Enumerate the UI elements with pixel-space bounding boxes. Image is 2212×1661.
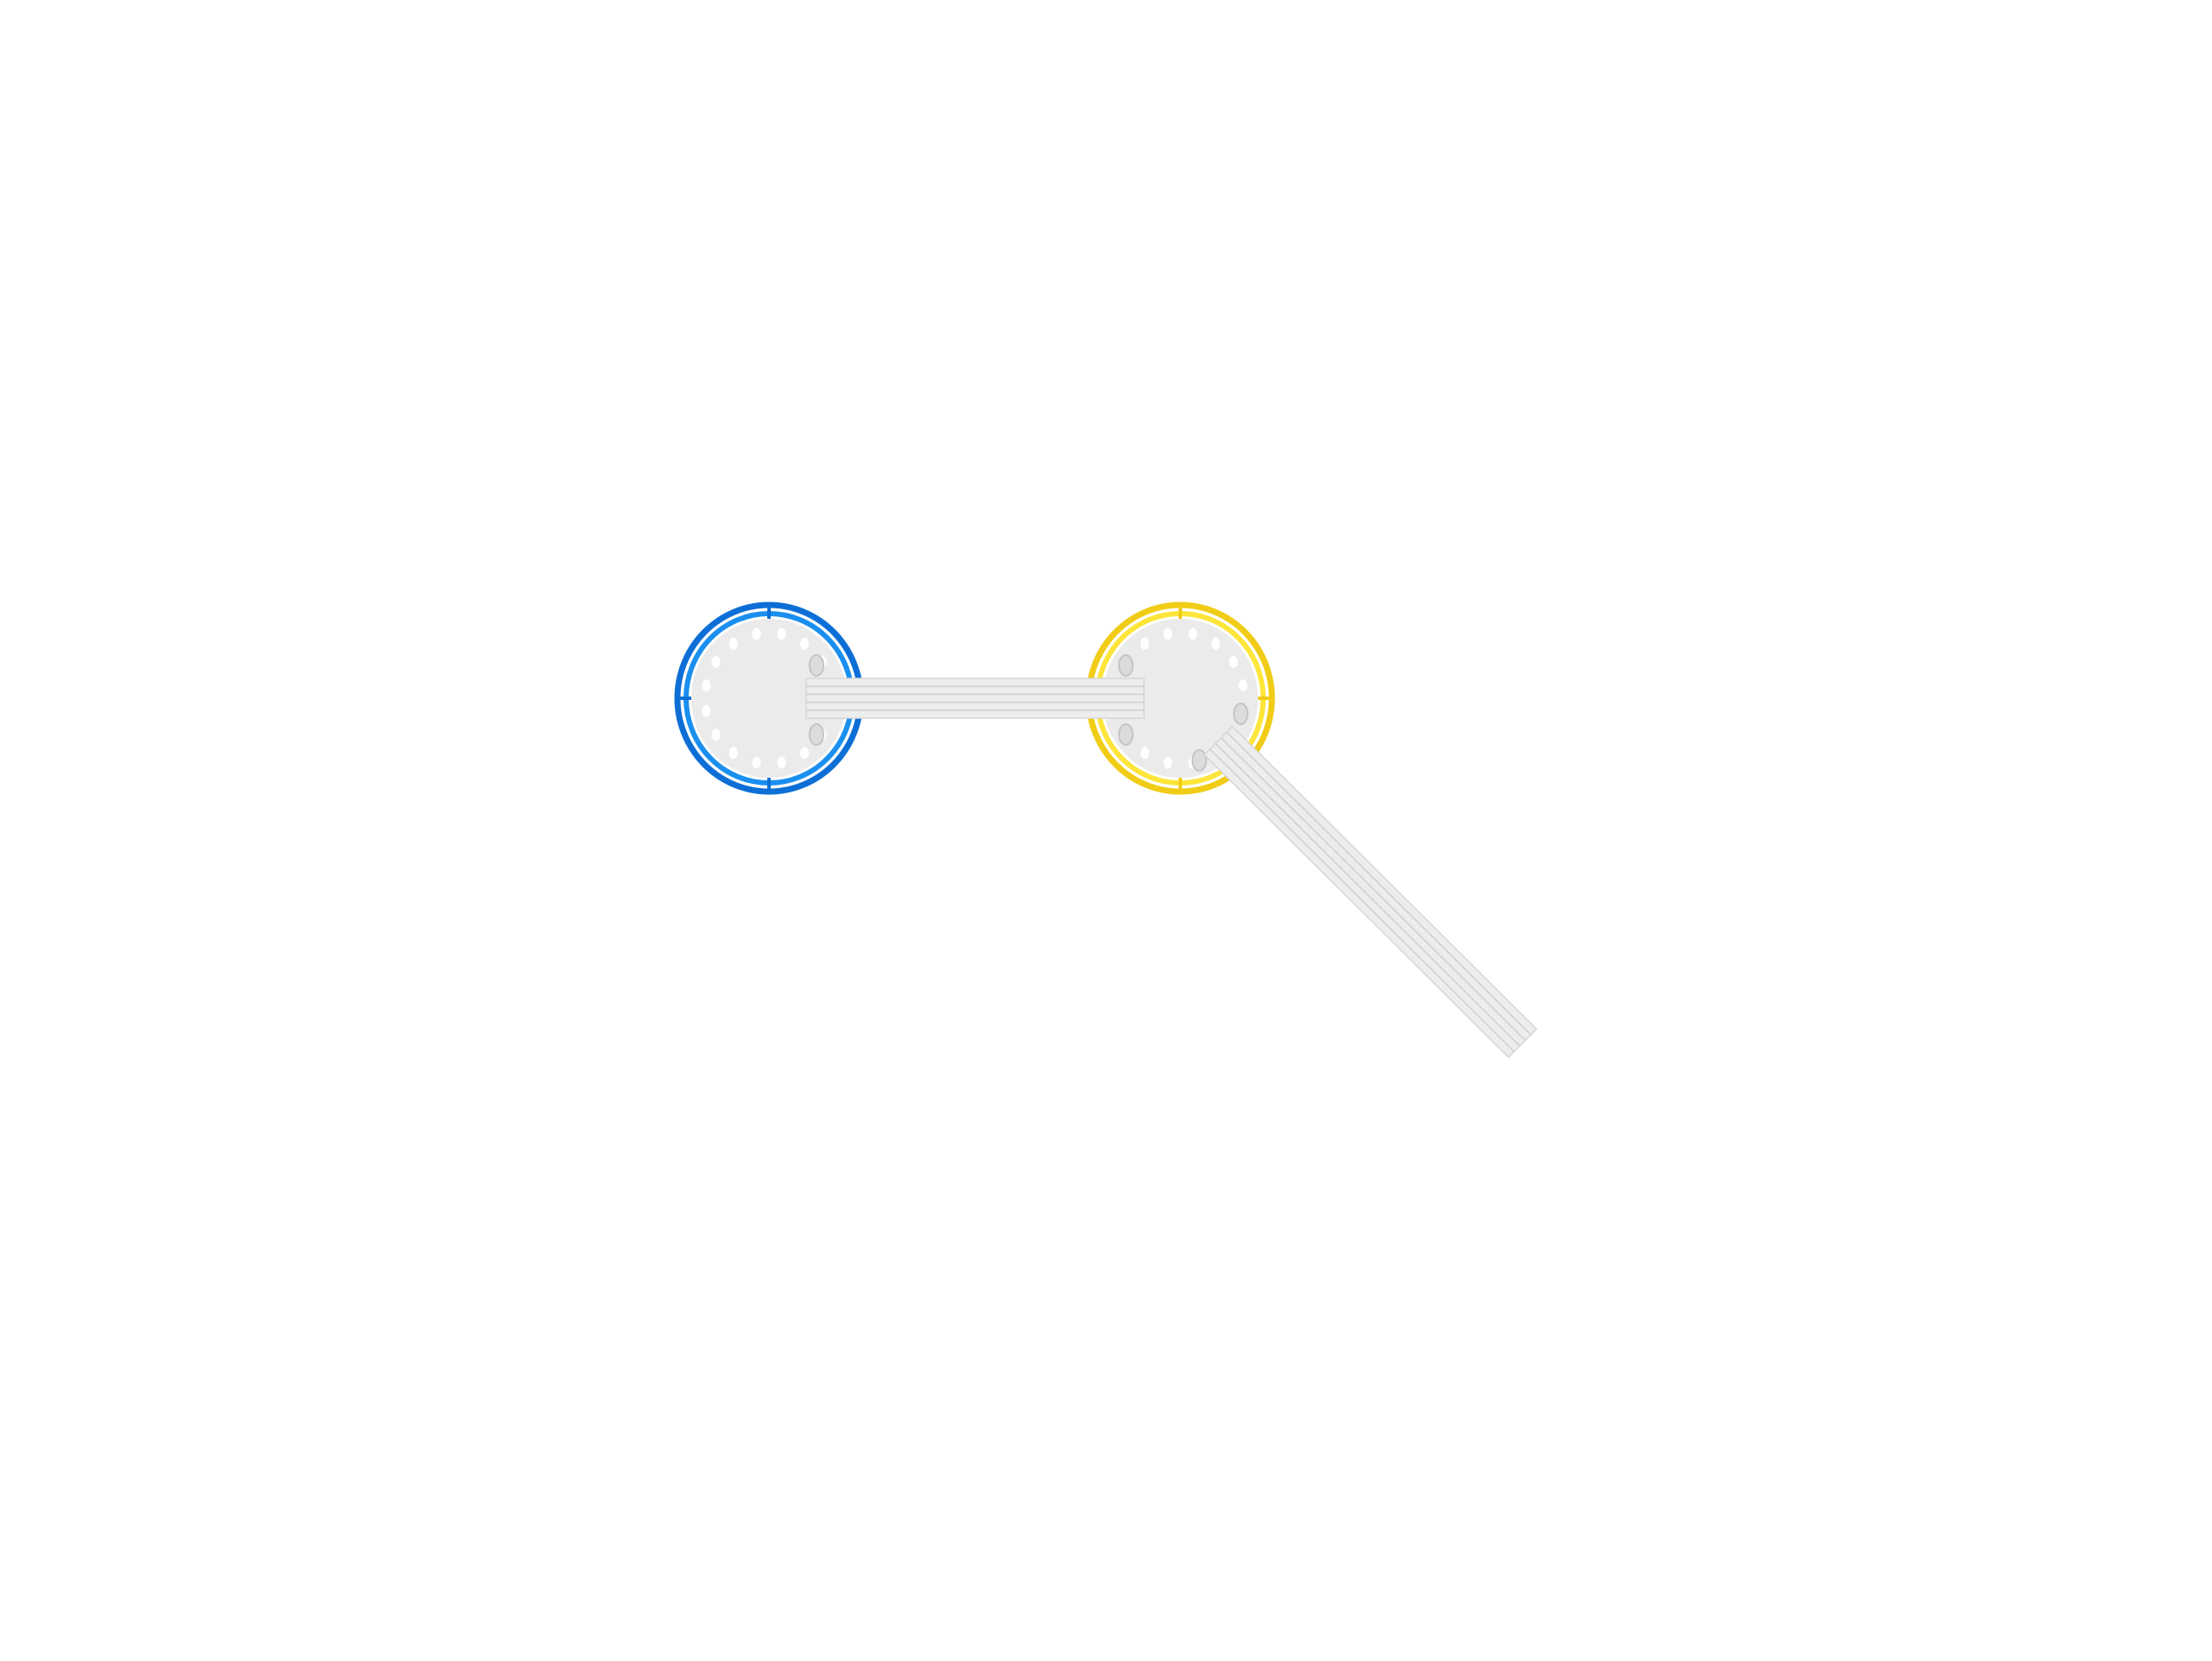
deck-hole: [1238, 679, 1248, 692]
deck-hole: [800, 637, 810, 650]
deck-hole: [728, 637, 738, 650]
beam-groove: [1226, 731, 1532, 1035]
deck-hole: [711, 655, 721, 668]
beam-groove: [1209, 748, 1515, 1053]
deck-hole: [752, 756, 761, 769]
deck-hole: [752, 627, 761, 640]
deck-hole: [1163, 756, 1173, 769]
deck: [691, 619, 847, 778]
deck-hole: [777, 627, 786, 640]
horizontal-beam: [805, 678, 1145, 719]
deck-hole: [1140, 747, 1149, 760]
deck-hole: [1163, 627, 1173, 640]
bracket-bolt: [1192, 749, 1207, 772]
beam-groove: [1220, 737, 1526, 1041]
bracket-bolt: [1233, 703, 1249, 725]
deck-hole: [728, 747, 738, 760]
deck: [1103, 619, 1258, 778]
deck-hole: [777, 756, 786, 769]
deck-hole: [1211, 637, 1221, 650]
deck-hole: [702, 704, 711, 717]
bracket-bolt: [1118, 654, 1134, 677]
bracket-bolt: [809, 654, 824, 677]
beam-body: [1203, 725, 1538, 1059]
beam-groove: [1215, 742, 1521, 1047]
diagonal-beam: [1203, 725, 1538, 1059]
deck-hole: [800, 747, 810, 760]
bracket-bolt: [809, 723, 824, 746]
deck-hole: [1188, 627, 1198, 640]
deck-hole: [702, 679, 711, 692]
bracket-bolt: [1118, 723, 1134, 746]
deck-hole: [711, 729, 721, 741]
deck-hole: [1140, 637, 1149, 650]
beam-body: [805, 678, 1145, 719]
deck-hole: [1229, 655, 1238, 668]
